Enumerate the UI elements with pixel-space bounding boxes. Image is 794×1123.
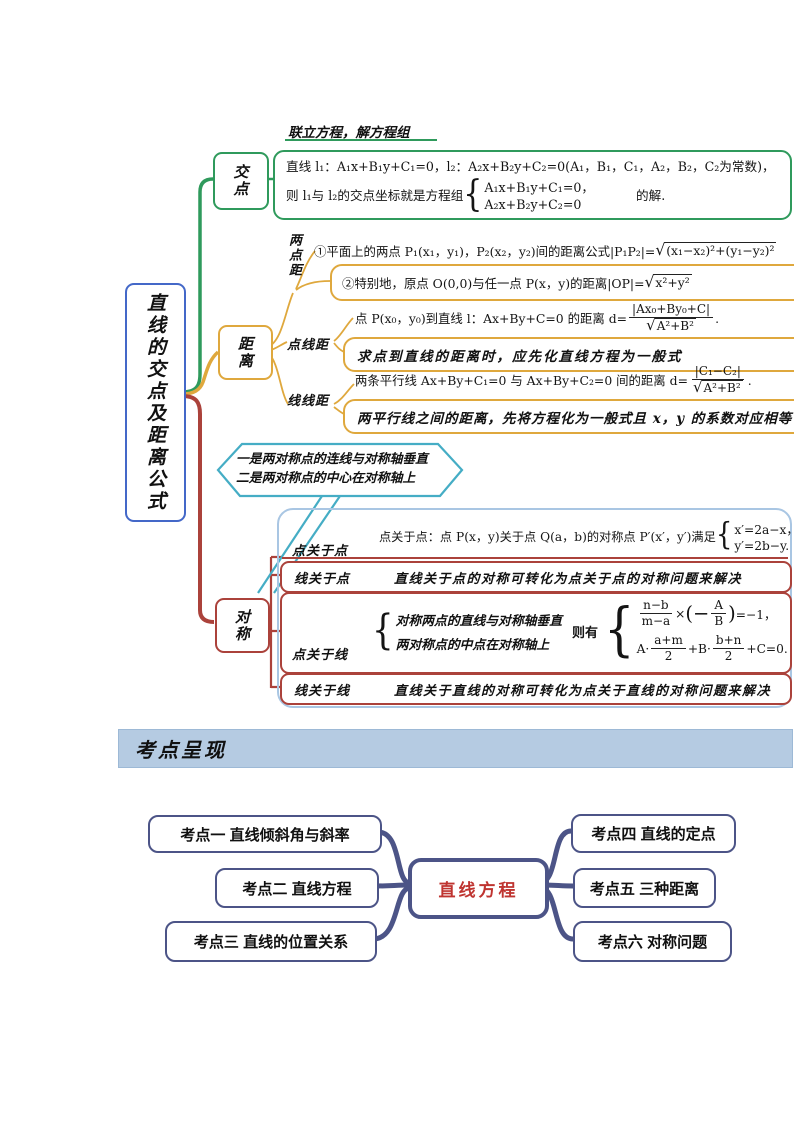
two-point-distance-formula: ①平面上的两点 P₁(x₁，y₁)，P₂(x₂，y₂)间的距离公式|P₁P₂|=… bbox=[314, 241, 777, 260]
exam-point-3: 考点三 直线的位置关系 bbox=[165, 921, 377, 962]
point-about-point-underline bbox=[282, 557, 788, 559]
line-about-point-box: 线关于点 直线关于点的对称可转化为点关于点的对称问题来解决 bbox=[280, 561, 792, 593]
line-line-distance-formula: 两条平行线 Ax+By+C₁=0 与 Ax+By+C₂=0 间的距离 d= |C… bbox=[355, 363, 752, 397]
intersection-heading: 联立方程，解方程组 bbox=[288, 125, 410, 141]
origin-distance-note-box: ②特别地，原点 O(0,0)与任一点 P(x，y)的距离|OP|= √ x²+y… bbox=[330, 264, 794, 301]
exam-point-6: 考点六 对称问题 bbox=[573, 921, 732, 962]
root-node: 直线的交点及距离公式 bbox=[125, 283, 186, 522]
intersection-line2-suffix: 的解. bbox=[636, 187, 666, 203]
point-about-point-formula: 点关于点：点 P(x，y)关于点 Q(a，b)的对称点 P′(x′，y′)满足 … bbox=[379, 516, 794, 556]
line-about-line-box: 线关于线 直线关于直线的对称可转化为点关于直线的对称问题来解决 bbox=[280, 673, 792, 705]
point-line-note-box: 求点到直线的距离时，应先化直线方程为一般式 bbox=[343, 337, 794, 372]
exam-center-node: 直线方程 bbox=[408, 858, 549, 919]
sqrt-expression: √ x²+y² bbox=[644, 272, 692, 291]
intersection-box bbox=[273, 150, 792, 220]
exam-point-1: 考点一 直线倾斜角与斜率 bbox=[148, 815, 382, 853]
intersection-node-label: 交点 bbox=[231, 164, 250, 198]
intersection-system: { A₁x+B₁y+C₁=0， A₂x+B₂y+C₂=0 bbox=[463, 173, 595, 215]
line-about-line-text: 直线关于直线的对称可转化为点关于直线的对称问题来解决 bbox=[394, 683, 772, 699]
line-line-distance-label: 线线距 bbox=[287, 394, 330, 409]
intersection-formula-line1: 直线 l₁：A₁x+B₁y+C₁=0，l₂：A₂x+B₂y+C₂=0(A₁，B₁… bbox=[286, 159, 775, 174]
callout-line1: 一是两对称点的连线与对称轴垂直 bbox=[236, 452, 428, 467]
point-about-line-label: 点关于线 bbox=[292, 648, 349, 663]
intersection-formula-line2: 则 l₁与 l₂的交点坐标就是方程组 { A₁x+B₁y+C₁=0， A₂x+B… bbox=[286, 174, 665, 214]
symmetry-node: 对称 bbox=[215, 598, 270, 653]
line-about-line-label: 线关于线 bbox=[294, 683, 351, 699]
intersection-line2-prefix: 则 l₁与 l₂的交点坐标就是方程组 bbox=[286, 187, 464, 203]
point-line-distance-label: 点线距 bbox=[287, 338, 330, 353]
section-band: 考点呈现 bbox=[118, 729, 793, 768]
fraction: |C₁−C₂| √A²+B² bbox=[690, 364, 746, 397]
line-line-note-box: 两平行线之间的距离，先将方程化为一般式且 x，y 的系数对应相等 bbox=[343, 399, 794, 434]
distance-node-label: 距离 bbox=[236, 335, 254, 370]
intersection-heading-underline bbox=[285, 139, 437, 142]
line-about-point-label: 线关于点 bbox=[294, 571, 351, 587]
fraction: |Ax₀+By₀+C| √A²+B² bbox=[629, 302, 714, 335]
symmetry-node-label: 对称 bbox=[233, 608, 251, 643]
conditions-system: { 对称两点的直线与对称轴垂直 两对称点的中点在对称轴上 bbox=[372, 606, 562, 655]
line-about-point-text: 直线关于点的对称可转化为点关于点的对称问题来解决 bbox=[394, 571, 743, 587]
brace-glyph: { bbox=[463, 173, 483, 215]
sqrt-expression: √ (x₁−x₂)²+(y₁−y₂)² bbox=[655, 241, 777, 260]
section-band-title: 考点呈现 bbox=[135, 738, 227, 762]
point-about-point-label: 点关于点 bbox=[292, 544, 349, 559]
point-about-line-box bbox=[280, 592, 792, 674]
point-about-point-system: { x′=2a−x， y′=2b−y. bbox=[715, 517, 794, 554]
two-point-distance-label: 两点距 bbox=[286, 233, 301, 278]
distance-node: 距离 bbox=[218, 325, 273, 380]
exam-point-2: 考点二 直线方程 bbox=[215, 868, 379, 908]
exam-point-5: 考点五 三种距离 bbox=[573, 868, 716, 908]
symmetry-callout: 一是两对称点的连线与对称轴垂直 二是两对称点的中心在对称轴上 bbox=[236, 451, 448, 488]
point-line-distance-formula: 点 P(x₀，y₀)到直线 l：Ax+By+C=0 的距离 d= |Ax₀+By… bbox=[355, 301, 720, 335]
exam-point-4: 考点四 直线的定点 bbox=[571, 814, 736, 853]
callout-line2: 二是两对称点的中心在对称轴上 bbox=[236, 470, 416, 486]
intersection-node: 交点 bbox=[213, 152, 269, 210]
root-label: 直线的交点及距离公式 bbox=[144, 292, 166, 513]
then-have-text: 则有 bbox=[572, 625, 599, 641]
